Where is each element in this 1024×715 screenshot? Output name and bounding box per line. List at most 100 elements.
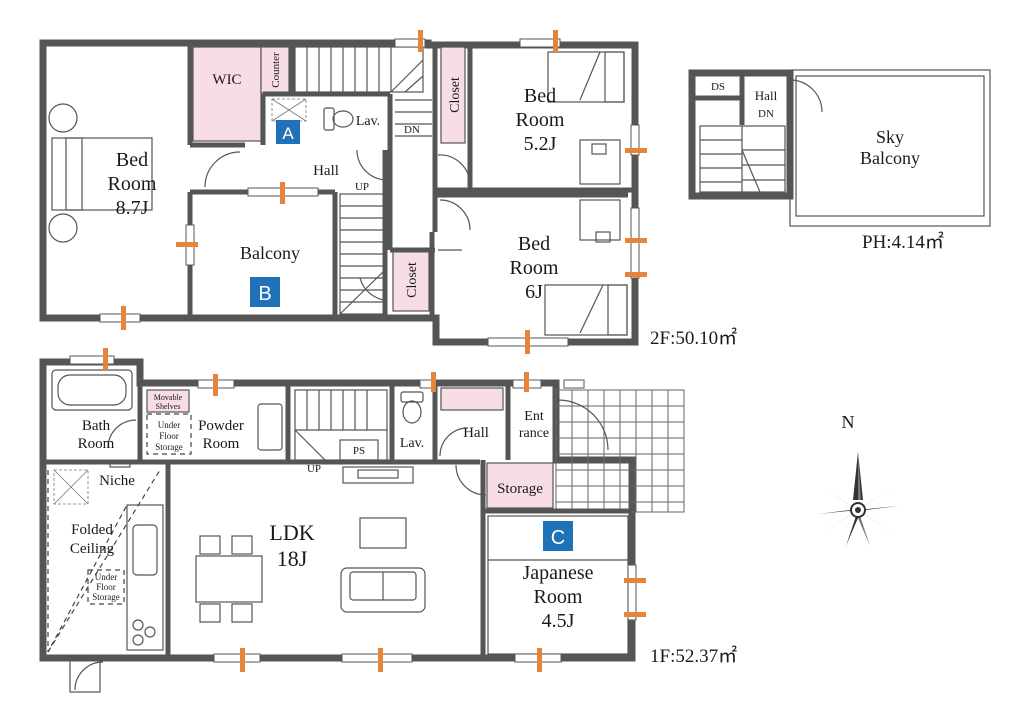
japanese-room-line2: Room bbox=[534, 586, 583, 608]
vent-icon bbox=[431, 372, 436, 392]
first-floor-stairs bbox=[294, 389, 388, 461]
vent-icon bbox=[537, 648, 542, 672]
sky-balcony-outline bbox=[789, 69, 991, 227]
penthouse-stairs bbox=[699, 125, 786, 193]
sky-balcony-line2: Balcony bbox=[860, 148, 920, 168]
bed-room-main-size: 8.7J bbox=[116, 197, 149, 219]
under-floor-storage-2-line3: Storage bbox=[92, 592, 120, 602]
under-floor-storage-1-line2: Floor bbox=[159, 431, 179, 441]
bed-icon bbox=[48, 103, 153, 243]
movable-shelves-area bbox=[146, 389, 190, 413]
window bbox=[213, 653, 261, 663]
entrance-door-swing bbox=[557, 399, 609, 451]
niche-box bbox=[109, 460, 131, 468]
door-swing bbox=[74, 661, 104, 691]
door-swing bbox=[789, 79, 823, 113]
penthouse: DS Hall DN Sky Balcony PH:4.14㎡ bbox=[688, 69, 991, 253]
vent-icon bbox=[121, 306, 126, 330]
bath-room-line2: Room bbox=[78, 436, 115, 452]
ps-box bbox=[339, 439, 379, 461]
wic-area bbox=[192, 46, 262, 142]
storage-area bbox=[486, 462, 554, 509]
first-floor: Bath Room Movable Shelves Under Floor St… bbox=[39, 348, 737, 693]
closet-top-label: Closet bbox=[448, 77, 463, 113]
vent-icon bbox=[378, 648, 383, 672]
bathtub-icon bbox=[51, 369, 133, 411]
bed-icon bbox=[544, 284, 628, 336]
bed-room-6-line2: Room bbox=[510, 257, 559, 279]
sink-icon bbox=[257, 403, 283, 451]
japanese-room-size: 4.5J bbox=[542, 610, 575, 632]
folded-ceiling-line2: Ceiling bbox=[70, 541, 115, 557]
under-floor-storage-2-line1: Under bbox=[95, 572, 118, 582]
door-swing bbox=[439, 427, 469, 457]
second-floor-stairs-lower bbox=[339, 193, 386, 315]
storage-label: Storage bbox=[497, 481, 543, 497]
kitchen-counter bbox=[126, 504, 164, 651]
marker-a: A bbox=[276, 120, 300, 144]
window bbox=[69, 355, 115, 365]
marker-c-label: C bbox=[551, 527, 565, 549]
vent-icon bbox=[624, 578, 646, 583]
door-swing bbox=[107, 419, 137, 449]
window bbox=[341, 653, 413, 663]
marker-c: C bbox=[543, 521, 573, 551]
vent-icon bbox=[624, 612, 646, 617]
bed-icon bbox=[547, 51, 625, 103]
penthouse-area: PH:4.14㎡ bbox=[862, 230, 944, 253]
counter-label: Counter bbox=[270, 52, 282, 88]
window bbox=[630, 124, 640, 156]
ldk-size: 18J bbox=[277, 546, 308, 571]
entrance-line2: rance bbox=[519, 426, 549, 441]
door-swing bbox=[455, 464, 487, 496]
wic-label: WIC bbox=[212, 72, 241, 88]
powder-room-line1: Powder bbox=[198, 418, 244, 434]
dining-set-icon bbox=[195, 535, 263, 623]
window bbox=[394, 38, 426, 48]
marker-b-label: B bbox=[258, 283, 271, 305]
vent-icon bbox=[418, 30, 423, 52]
window bbox=[563, 379, 585, 389]
under-floor-storage-box bbox=[87, 569, 125, 605]
sofa-icon bbox=[340, 567, 426, 613]
vent-icon bbox=[280, 182, 285, 204]
tv-icon bbox=[357, 469, 399, 479]
desk-icon bbox=[579, 139, 621, 185]
bath-room-line1: Bath bbox=[82, 418, 111, 434]
hall-label: Hall bbox=[313, 163, 339, 179]
coffee-table-icon bbox=[359, 517, 407, 549]
ds-label: DS bbox=[711, 81, 725, 93]
penthouse-hall-label: Hall bbox=[755, 88, 778, 103]
lav-1f-label: Lav. bbox=[400, 436, 424, 451]
shoe-shelf bbox=[440, 387, 504, 411]
closet-bottom-label: Closet bbox=[405, 262, 420, 298]
bed-room-main-line2: Room bbox=[108, 173, 157, 195]
entrance-porch bbox=[555, 389, 685, 513]
under-floor-storage-1-line1: Under bbox=[158, 420, 181, 430]
up-1f-label: UP bbox=[307, 463, 321, 475]
dn-label: DN bbox=[404, 124, 420, 136]
bed-room-6-size: 6J bbox=[525, 281, 543, 303]
vent-icon bbox=[553, 30, 558, 52]
hall-1f-label: Hall bbox=[463, 425, 489, 441]
sky-balcony-line1: Sky bbox=[876, 127, 904, 147]
japanese-room-line1: Japanese bbox=[522, 562, 593, 584]
penthouse-dn-label: DN bbox=[758, 108, 774, 120]
vent-icon bbox=[240, 648, 245, 672]
movable-shelves-line1: Movable bbox=[154, 393, 183, 402]
skylight-icon bbox=[53, 469, 89, 505]
second-floor-area: 2F:50.10㎡ bbox=[650, 326, 737, 349]
vent-icon bbox=[625, 272, 647, 277]
under-floor-storage-1-line3: Storage bbox=[155, 442, 183, 452]
compass-north-label: N bbox=[842, 412, 855, 432]
marker-a-label: A bbox=[282, 124, 294, 143]
marker-b: B bbox=[250, 277, 280, 307]
under-floor-storage-2-line2: Floor bbox=[96, 582, 116, 592]
closet-top-area bbox=[440, 46, 466, 144]
vent-icon bbox=[625, 238, 647, 243]
door-swings bbox=[204, 149, 471, 301]
movable-shelves-line2: Shelves bbox=[156, 402, 181, 411]
second-floor: WIC Counter Lav. DN UP Hall Closet Close… bbox=[39, 30, 737, 354]
desk-icon bbox=[579, 199, 621, 243]
